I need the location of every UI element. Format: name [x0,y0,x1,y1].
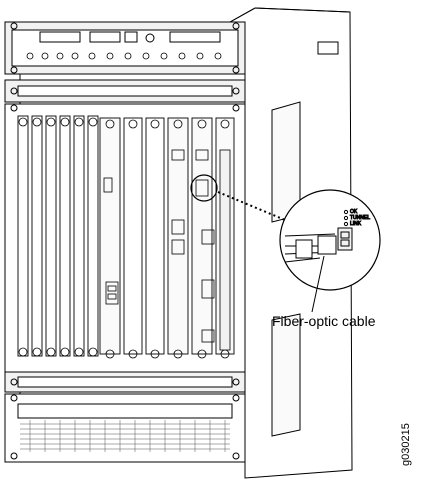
callout-leader-dotted [217,191,291,223]
side-handle [271,41,339,437]
air-intake-grille [4,393,246,463]
zoom-callout [279,189,381,291]
lower-fan-tray [4,371,246,393]
card-ports [103,149,231,351]
craft-led-row [26,52,222,60]
card-handles-bottom [18,347,230,359]
led-label-tunnel: TUNNEL [350,215,370,221]
led-label-ok: OK [350,209,358,215]
grille-mesh [20,420,230,452]
fiber-optic-cable-label: Fiber-optic cable [272,313,376,329]
led-label-link: LINK [350,221,362,227]
card-handles-top [18,117,230,129]
label-pointer-line [311,255,325,313]
upper-fan-tray [4,79,246,103]
port-highlight-circle [190,174,218,202]
figure-id: g030215 [400,423,412,466]
craft-interface-panel [4,21,246,75]
